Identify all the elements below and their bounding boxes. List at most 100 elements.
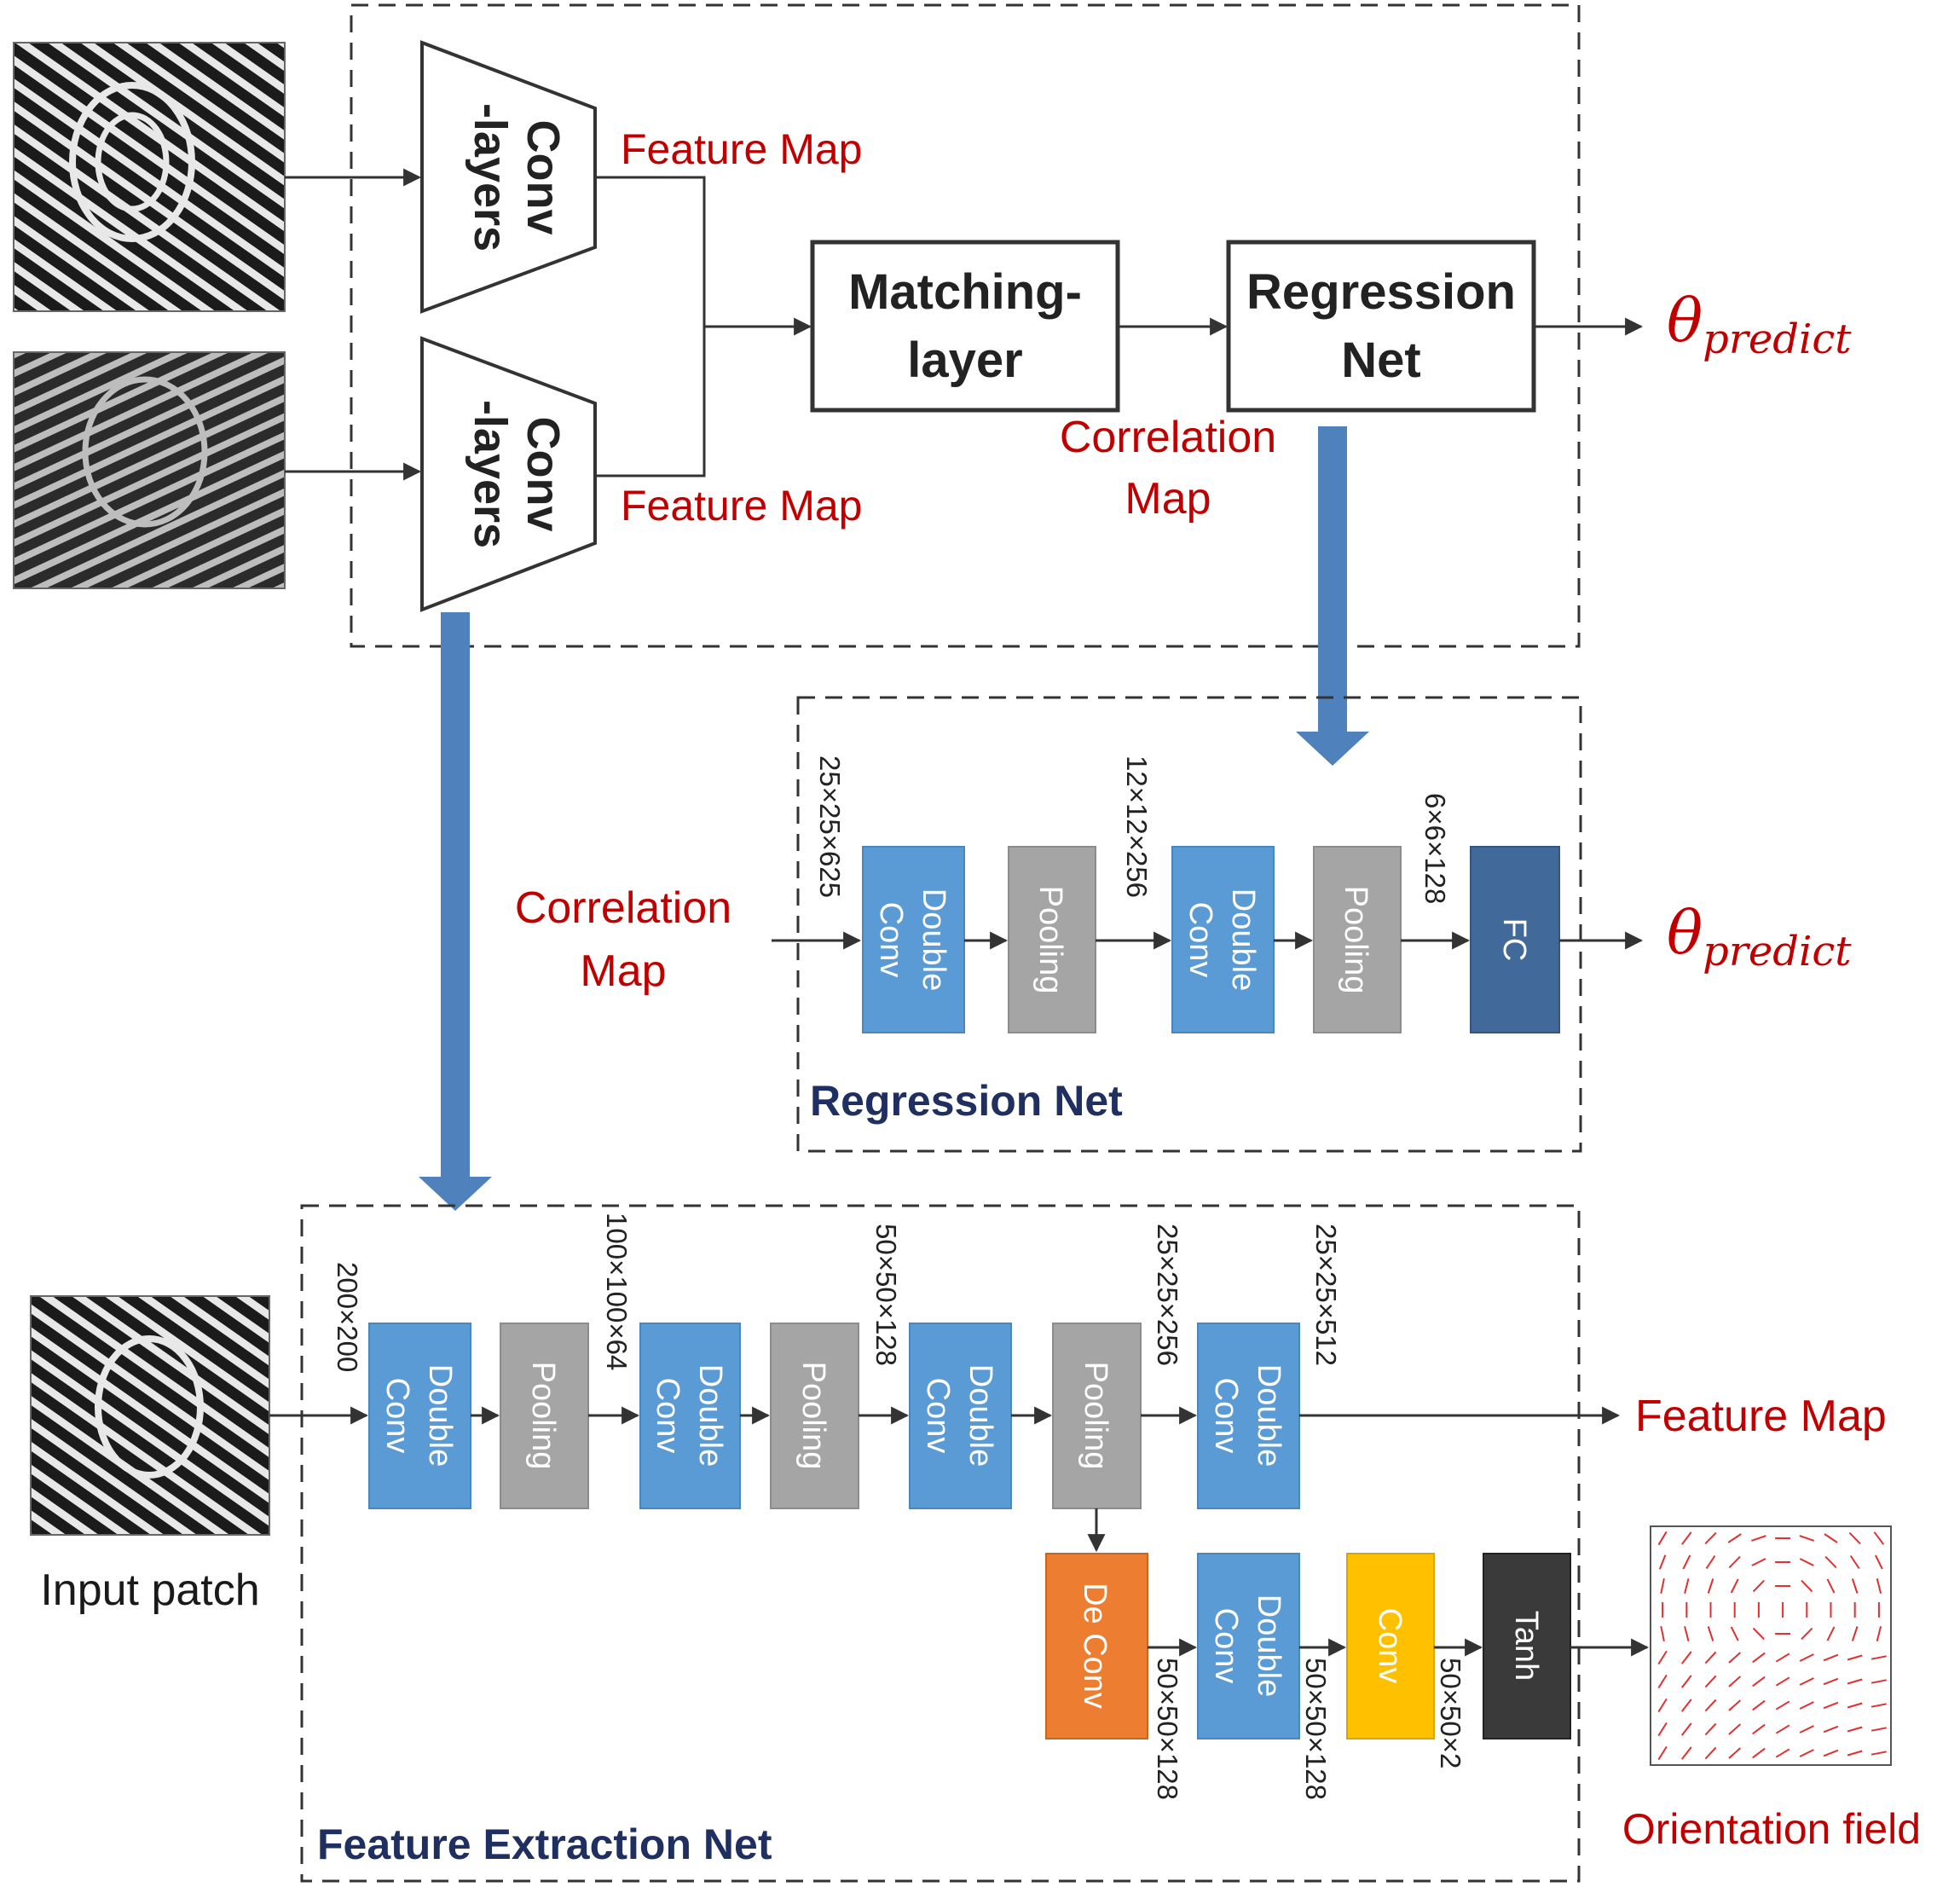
regression-net-label-1: Regression xyxy=(1246,264,1516,320)
orientation-dash xyxy=(1728,1723,1742,1735)
svg-text:-layers: -layers xyxy=(465,103,516,252)
orientation-dash xyxy=(1775,1700,1790,1710)
orientation-dash xyxy=(1752,1723,1766,1735)
orientation-dash xyxy=(1681,1722,1692,1736)
orientation-dash xyxy=(1876,1578,1882,1594)
fe-double-conv-3 xyxy=(909,1323,1012,1509)
orientation-dash xyxy=(1752,1747,1766,1759)
feature-map-label-top: Feature Map xyxy=(621,125,862,173)
orientation-dash xyxy=(1752,1627,1765,1641)
svg-text:Double: Double xyxy=(1225,889,1261,991)
orientation-field-lines xyxy=(1657,1531,1887,1761)
svg-text:Double: Double xyxy=(916,889,951,991)
orientation-dash xyxy=(1705,1554,1716,1570)
orientation-dash xyxy=(1875,1554,1883,1570)
fe-deconv xyxy=(1045,1553,1148,1739)
orientation-dash xyxy=(1752,1699,1766,1711)
orientation-dash xyxy=(1775,1748,1790,1758)
orientation-dash xyxy=(1704,1651,1717,1664)
orientation-dash xyxy=(1728,1652,1742,1664)
conv-layers-trapezoid-1 xyxy=(420,40,597,314)
svg-text:-layers: -layers xyxy=(465,400,516,548)
conv-layers-trapezoid-2 xyxy=(420,336,597,612)
fe-pooling-1 xyxy=(500,1323,589,1509)
fe-tanh-label: Tanh xyxy=(1508,1611,1544,1681)
matching-layer-label-2: layer xyxy=(907,333,1022,388)
fe-pooling-3 xyxy=(1052,1323,1142,1509)
orientation-dash xyxy=(1870,1751,1887,1756)
fe-double-conv-5 xyxy=(1197,1553,1300,1739)
big-arrow-to-regression-net xyxy=(1296,426,1369,766)
orientation-dash xyxy=(1870,1655,1887,1660)
feature-map-out-label: Feature Map xyxy=(1635,1392,1887,1441)
svg-text:Conv: Conv xyxy=(1208,1608,1244,1684)
fingerprint-image-1 xyxy=(13,42,286,312)
svg-text:Double: Double xyxy=(422,1364,458,1467)
regression-net-box xyxy=(1226,240,1536,413)
orientation-dash xyxy=(1658,1554,1667,1570)
orientation-dash xyxy=(1657,1722,1668,1737)
orientation-dash xyxy=(1870,1727,1887,1732)
dim-50x50x2: 50×50×2 xyxy=(1435,1658,1466,1768)
fe-pooling-2 xyxy=(770,1323,859,1509)
orientation-dash xyxy=(1870,1679,1887,1684)
orientation-dash xyxy=(1826,1578,1836,1594)
orientation-dash xyxy=(1704,1722,1717,1736)
fe-double-conv-1 xyxy=(368,1323,471,1509)
fe-pooling-2-label: Pooling xyxy=(795,1362,831,1470)
big-arrow-to-feature-net xyxy=(419,612,492,1211)
top-section-frame xyxy=(350,3,1581,648)
fe-deconv-label: De Conv xyxy=(1077,1583,1113,1709)
orientation-dash xyxy=(1752,1676,1766,1687)
reg-double-conv-2-label: Double Conv xyxy=(1182,889,1261,991)
orientation-dash xyxy=(1704,1699,1717,1712)
orientation-dash xyxy=(1660,1625,1665,1642)
orientation-dash xyxy=(1752,1652,1766,1664)
orientation-dash xyxy=(1801,1579,1813,1593)
svg-text:Conv: Conv xyxy=(379,1378,415,1454)
orientation-dash xyxy=(1707,1578,1714,1594)
orientation-dash xyxy=(1660,1577,1665,1595)
orientation-dash xyxy=(1657,1745,1668,1761)
reg-double-conv-1-label: Double Conv xyxy=(873,889,951,991)
orientation-dash xyxy=(1799,1749,1814,1757)
orientation-dash xyxy=(1847,1654,1863,1661)
svg-text:Conv: Conv xyxy=(650,1378,685,1454)
orientation-dash xyxy=(1775,1724,1790,1734)
orientation-dash xyxy=(1847,1726,1863,1733)
fe-double-conv-4 xyxy=(1197,1323,1300,1509)
fe-double-conv-1-label: Double Conv xyxy=(379,1364,458,1467)
orientation-dash xyxy=(1848,1531,1861,1545)
reg-pooling-2-label: Pooling xyxy=(1338,886,1373,994)
reg-pooling-1 xyxy=(1008,846,1096,1033)
orientation-dash xyxy=(1681,1651,1692,1664)
dim-25x25x256: 25×25×256 xyxy=(1152,1224,1183,1366)
correlation-map-label-top-1: Correlation xyxy=(1060,413,1276,462)
orientation-dash xyxy=(1823,1701,1839,1710)
orientation-dash xyxy=(1823,1749,1839,1757)
orientation-dash xyxy=(1851,1626,1859,1641)
fe-double-conv-3-label: Double Conv xyxy=(920,1364,998,1467)
reg-fc-label: FC xyxy=(1496,918,1532,962)
orientation-dash xyxy=(1851,1578,1859,1594)
matching-layer-box xyxy=(810,240,1120,413)
dim-200x200: 200×200 xyxy=(332,1262,363,1372)
dim-50x50x128-top: 50×50×128 xyxy=(870,1224,902,1366)
orientation-dash xyxy=(1684,1626,1690,1641)
orientation-dash xyxy=(1730,1626,1739,1641)
orientation-dash xyxy=(1751,1535,1766,1542)
svg-text:Conv: Conv xyxy=(517,417,569,532)
feature-net-title: Feature Extraction Net xyxy=(317,1820,772,1868)
input-patch-image xyxy=(30,1295,270,1536)
orientation-dash xyxy=(1681,1675,1692,1688)
correlation-map-label-top-2: Map xyxy=(1125,474,1211,524)
fe-double-conv-2-label: Double Conv xyxy=(650,1364,728,1467)
orientation-dash xyxy=(1684,1578,1690,1594)
orientation-dash xyxy=(1799,1701,1814,1710)
orientation-dash xyxy=(1799,1535,1815,1542)
conv-layers-label-1: Conv -layers xyxy=(465,103,569,252)
regression-net-frame xyxy=(796,696,1582,1153)
fe-pooling-3-label: Pooling xyxy=(1078,1362,1113,1470)
orientation-dash xyxy=(1847,1750,1863,1757)
svg-text:Conv: Conv xyxy=(1208,1378,1244,1454)
